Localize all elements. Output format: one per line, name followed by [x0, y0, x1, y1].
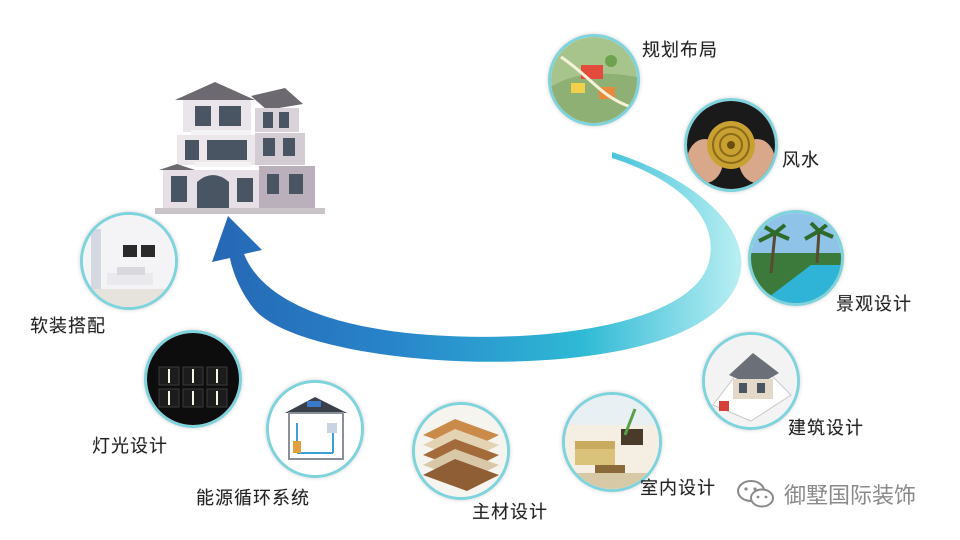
node-label: 景观设计: [836, 294, 912, 315]
compass-hands-photo: [684, 98, 778, 192]
living-room-photo: [562, 392, 662, 492]
node-label: 规划布局: [642, 40, 718, 61]
watermark: 御墅国际装饰: [736, 478, 916, 510]
light-grid-photo: [144, 330, 242, 428]
node-label: 风水: [782, 150, 820, 171]
material-samples-photo: [412, 402, 510, 500]
energy-house-diagram: [266, 380, 364, 478]
node-label: 软装搭配: [30, 316, 106, 337]
site-plan-photo: [548, 34, 640, 126]
house-model-photo: [702, 332, 800, 430]
wechat-icon: [737, 480, 774, 508]
node-label: 灯光设计: [92, 436, 168, 457]
node-label: 建筑设计: [788, 418, 864, 439]
watermark-text: 御墅国际装饰: [784, 484, 917, 509]
white-room-photo: [80, 212, 178, 310]
node-label: 室内设计: [640, 478, 716, 499]
villa-icon: [155, 82, 325, 214]
pool-palm-photo: [748, 210, 844, 306]
node-label: 能源循环系统: [196, 488, 310, 509]
node-label: 主材设计: [472, 502, 548, 523]
villa: [155, 78, 335, 218]
